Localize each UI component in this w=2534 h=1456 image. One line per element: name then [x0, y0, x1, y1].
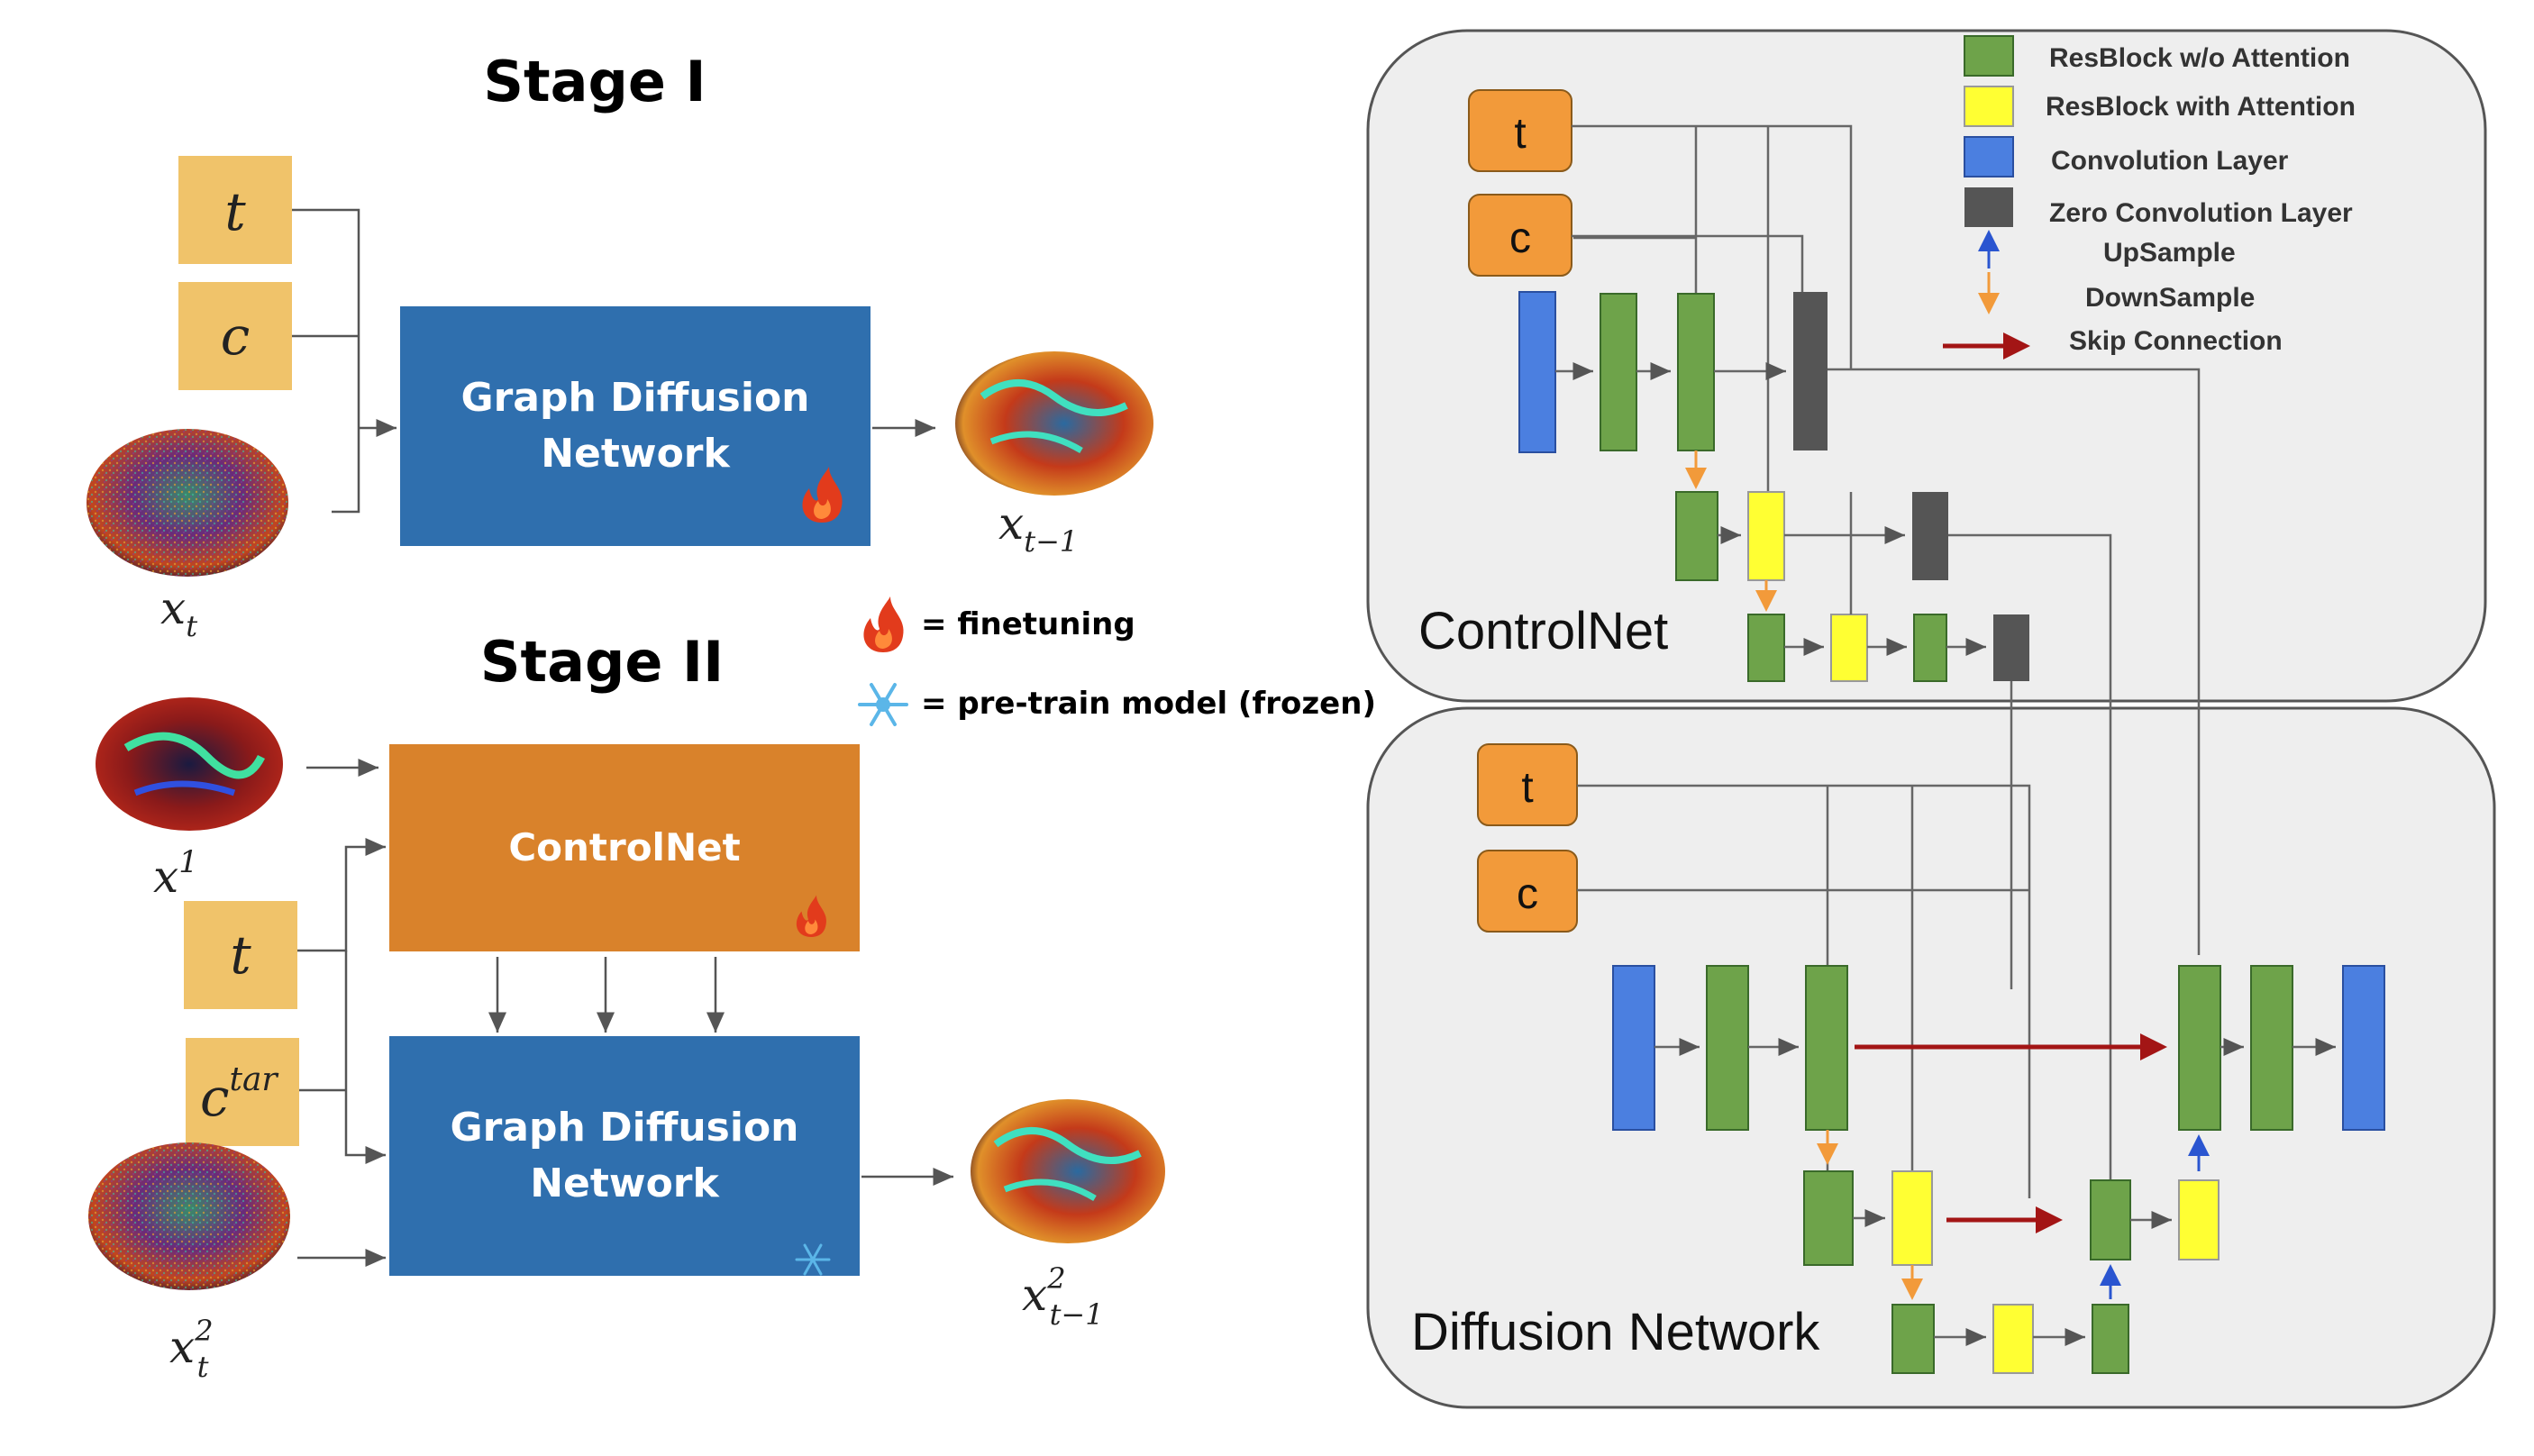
stage1-box-line2: Network	[541, 431, 731, 477]
stage1-input-c: c	[178, 282, 292, 390]
dn-resblock-2	[1805, 965, 1848, 1131]
legend-frozen: = pre-train model (frozen)	[858, 683, 1376, 726]
top-input-c: c	[1468, 194, 1572, 277]
top-input-t: t	[1468, 89, 1572, 172]
legend-finetuning: = finetuning	[863, 596, 1135, 652]
dn-attn-block-2	[1992, 1304, 2034, 1374]
stage2-input-c: ctar	[186, 1038, 299, 1146]
cn-zero-conv-1	[1793, 292, 1828, 450]
stage2-graph-diffusion-box: Graph Diffusion Network	[389, 1036, 860, 1276]
snowflake-icon	[858, 683, 908, 726]
dn-resblock-up-3	[2090, 1179, 2131, 1260]
fire-icon	[802, 467, 843, 523]
stage2-controlnet-label: ControlNet	[508, 825, 740, 869]
dn-resblock-4	[1891, 1304, 1935, 1374]
stage2-input-t-label: t	[230, 924, 251, 986]
dn-resblock-1	[1706, 965, 1749, 1131]
dn-attn-block-1	[1891, 1170, 1933, 1266]
top-input-c-label: c	[1509, 214, 1531, 262]
stage2-box-line1: Graph Diffusion	[450, 1105, 798, 1151]
stage1-input-c-label: c	[221, 305, 250, 367]
legend-downsample: DownSample	[2085, 283, 2255, 313]
fire-icon	[796, 895, 826, 937]
stage1-input-t-label: t	[224, 181, 246, 242]
stage2-brain-output	[971, 1099, 1165, 1243]
legend-snow-text: = pre-train model (frozen)	[921, 686, 1376, 722]
bottom-input-t: t	[1477, 743, 1578, 826]
dn-conv-out	[2342, 965, 2385, 1131]
right-legend: ResBlock w/o Attention ResBlock with Att…	[1943, 35, 2356, 359]
stage2-input-t: t	[184, 901, 297, 1009]
dn-conv-in	[1612, 965, 1655, 1131]
dn-resblock-3	[1803, 1170, 1854, 1266]
cn-resblock-5	[1913, 614, 1947, 682]
snowflake-icon	[795, 1243, 831, 1276]
stage1-title: Stage I	[483, 49, 706, 114]
top-input-t-label: t	[1514, 110, 1526, 158]
controlnet-panel-label: ControlNet	[1418, 602, 1668, 660]
stage2-box-line2: Network	[530, 1160, 720, 1206]
bottom-input-c-label: c	[1517, 870, 1538, 918]
cn-attn-block-2	[1830, 614, 1868, 682]
stage2-brain-x1	[96, 697, 283, 831]
stage1-input-t: t	[178, 156, 292, 264]
cn-zero-conv-3	[1993, 614, 2029, 681]
cn-resblock-1	[1600, 293, 1637, 451]
stage2-controlnet-box: ControlNet	[389, 744, 860, 951]
dn-resblock-up-1	[2178, 965, 2221, 1131]
diffusion-panel-label: Diffusion Network	[1411, 1303, 1820, 1361]
legend-fire-text: = finetuning	[921, 606, 1135, 642]
stage2-x1-label: x1	[153, 844, 198, 903]
cn-resblock-4	[1747, 614, 1785, 682]
dn-attn-block-up	[2178, 1179, 2220, 1260]
stage1-output-label: xt−1	[998, 497, 1078, 559]
legend-conv: Convolution Layer	[2051, 146, 2289, 176]
bottom-input-c: c	[1477, 850, 1578, 933]
fire-icon	[863, 596, 904, 652]
legend-resblock-attn: ResBlock with Attention	[2046, 92, 2356, 122]
stage1-xt-label: xt	[160, 582, 197, 643]
cn-attn-block-1	[1747, 491, 1785, 581]
legend-zero-conv: Zero Convolution Layer	[2049, 198, 2353, 228]
cn-zero-conv-2	[1912, 492, 1948, 580]
stage1-graph-diffusion-box: Graph Diffusion Network	[400, 306, 870, 546]
dn-resblock-5	[2092, 1304, 2129, 1374]
legend-resblock-no-attn: ResBlock w/o Attention	[2049, 43, 2350, 73]
stage2-input-c-label: ctar	[200, 1061, 278, 1128]
dn-resblock-up-2	[2250, 965, 2293, 1131]
stage1-box-line1: Graph Diffusion	[460, 375, 809, 421]
stage2-title: Stage II	[480, 629, 724, 695]
legend-upsample: UpSample	[2103, 238, 2236, 268]
stage2-brain-x2	[88, 1142, 290, 1290]
controlnet-panel	[1366, 29, 2487, 703]
cn-resblock-3	[1675, 491, 1718, 581]
cn-resblock-2	[1677, 293, 1715, 451]
cn-conv-layer	[1518, 291, 1556, 453]
bottom-input-t-label: t	[1521, 764, 1533, 812]
stage1-brain-output	[955, 351, 1153, 496]
legend-skip: Skip Connection	[2069, 326, 2283, 356]
stage1-brain-input	[87, 429, 288, 577]
